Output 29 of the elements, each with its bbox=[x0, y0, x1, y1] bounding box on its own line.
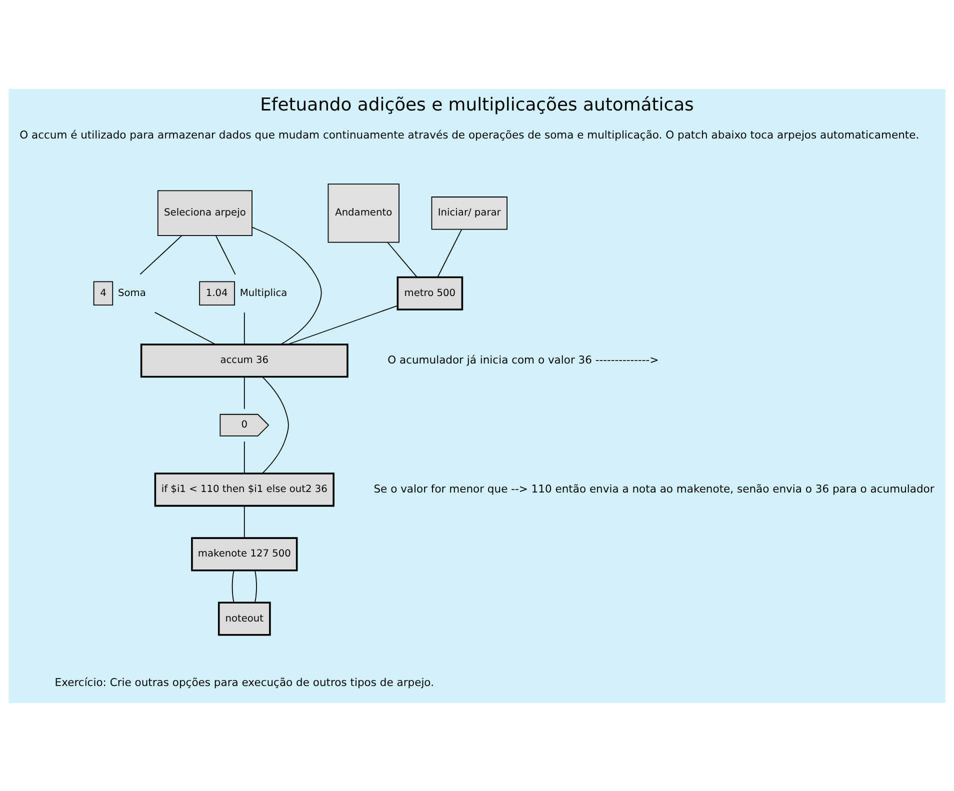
label: O accum é utilizado para armazenar dados que mudam continuamente através de operações de soma e multiplicação. O patch abaixo toca arpejos automaticamente. bbox=[20, 128, 920, 141]
node-box: accum 36 bbox=[140, 343, 348, 378]
connector bbox=[244, 312, 245, 344]
node-box: if $i1 < 110 then $i1 else out2 36 bbox=[154, 472, 334, 506]
node-label: Soma bbox=[118, 287, 146, 298]
node-box: noteout bbox=[218, 601, 271, 636]
connector bbox=[154, 311, 216, 344]
label: Se o valor for menor que --> 110 então envia a nota ao makenote, senão envia o 36 para o acumulador bbox=[374, 482, 934, 495]
label: Exercício: Crie outras opções para execução de outros tipos de arpejo. bbox=[54, 676, 434, 689]
connector bbox=[244, 440, 245, 474]
connector bbox=[244, 505, 245, 538]
connector bbox=[252, 226, 322, 344]
connector bbox=[287, 304, 398, 344]
node-label: Multiplica bbox=[240, 287, 288, 298]
node-box: metro 500 bbox=[396, 276, 464, 310]
connector bbox=[244, 376, 245, 409]
connector bbox=[140, 234, 182, 274]
connector bbox=[254, 570, 257, 602]
diagram-title: Efetuando adições e multiplicações automáticas bbox=[260, 94, 694, 116]
label: O acumulador já inicia com o valor 36 --------------> bbox=[388, 352, 659, 366]
connector bbox=[216, 234, 236, 274]
connector bbox=[232, 570, 234, 602]
node-box: Seleciona arpejo bbox=[157, 190, 252, 236]
connector bbox=[387, 241, 418, 278]
node-box: makenote 127 500 bbox=[191, 536, 298, 571]
node-box: Andamento bbox=[328, 183, 400, 242]
node-box: Iniciar/ parar bbox=[431, 196, 508, 230]
connector bbox=[262, 376, 289, 474]
connector bbox=[437, 228, 462, 277]
